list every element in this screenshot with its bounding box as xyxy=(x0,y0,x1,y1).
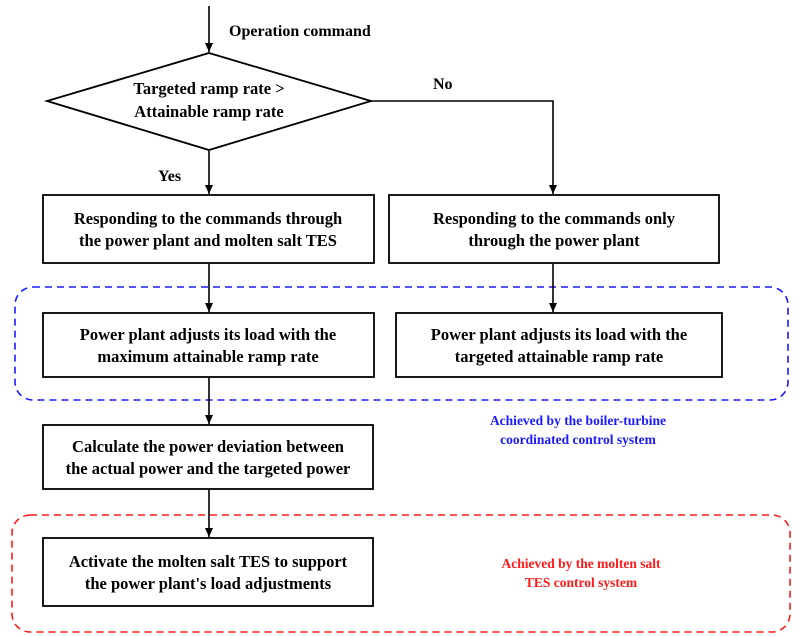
start-label: Operation command xyxy=(229,23,371,40)
box-adjust-max-line-2: maximum attainable ramp rate xyxy=(97,347,318,366)
box-respond-plant-line-2: through the power plant xyxy=(468,231,640,250)
box-calculate-line-2: the actual power and the targeted power xyxy=(66,459,351,478)
box-adjust-max-line-1: Power plant adjusts its load with the xyxy=(80,325,336,344)
decision-line-1: Targeted ramp rate > xyxy=(133,79,284,98)
box-respond-tes xyxy=(42,194,375,264)
ccs-note-line-1: Achieved by the boiler-turbine xyxy=(490,413,666,428)
yes-label: Yes xyxy=(158,168,181,185)
box-respond-plant-line-1: Responding to the commands only xyxy=(433,209,676,228)
decision-line-2: Attainable ramp rate xyxy=(134,102,283,121)
box-adjust-target-line-1: Power plant adjusts its load with the xyxy=(431,325,687,344)
decision-diamond xyxy=(43,52,375,151)
box-respond-tes-line-1: Responding to the commands through xyxy=(74,209,342,228)
box-activate-line-2: the power plant's load adjustments xyxy=(85,574,332,593)
box-adjust-max xyxy=(42,312,375,378)
ccs-note-line-2: coordinated control system xyxy=(500,432,656,447)
ccs-control-region xyxy=(14,286,789,401)
box-activate-line-1: Activate the molten salt TES to support xyxy=(69,552,348,571)
box-calculate-line-1: Calculate the power deviation between xyxy=(72,437,344,456)
box-adjust-target xyxy=(395,312,723,378)
tes-note-line-1: Achieved by the molten salt xyxy=(502,556,661,571)
box-calculate xyxy=(42,424,374,490)
tes-control-region xyxy=(11,514,791,633)
box-adjust-target-line-2: targeted attainable ramp rate xyxy=(455,347,663,366)
box-respond-plant xyxy=(388,194,720,264)
no-arrow xyxy=(371,100,557,194)
box-activate xyxy=(42,537,374,607)
box-respond-tes-line-2: the power plant and molten salt TES xyxy=(79,231,337,250)
no-label: No xyxy=(433,76,453,93)
tes-note-line-2: TES control system xyxy=(525,575,638,590)
